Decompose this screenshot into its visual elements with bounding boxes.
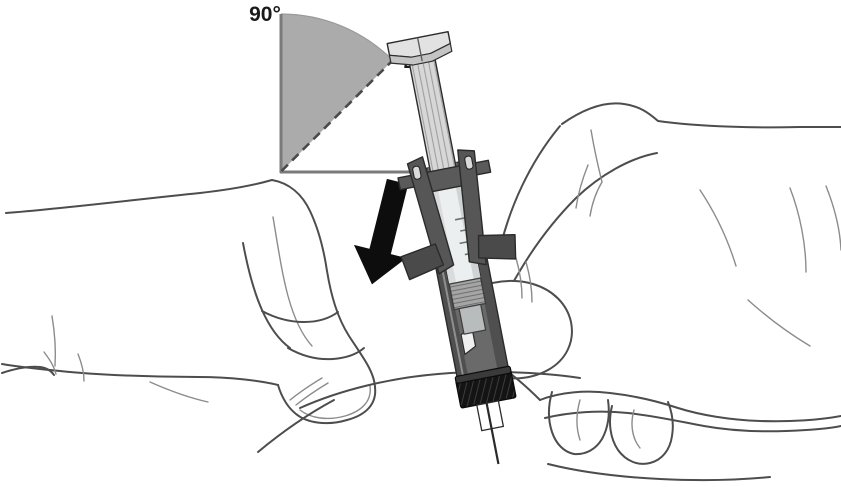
right-fingertip-2b bbox=[576, 399, 581, 441]
pinched-skin-fold bbox=[257, 370, 581, 453]
left-finger-sep-1 bbox=[242, 242, 291, 349]
right-hand-tendon-1 bbox=[590, 129, 603, 183]
safety-syringe bbox=[386, 30, 517, 465]
right-fingertip-2 bbox=[573, 399, 610, 456]
left-hand-body-fill bbox=[0, 180, 378, 423]
left-finger-crease-b bbox=[295, 382, 329, 406]
right-fingertip-3b bbox=[631, 409, 641, 449]
safety-wing-right-foot bbox=[477, 233, 517, 260]
angle-diagram: 90° 45° bbox=[249, 3, 436, 174]
plunger-head-underside bbox=[388, 42, 453, 66]
right-fingertip-1 bbox=[548, 391, 575, 455]
safety-wing-left bbox=[400, 156, 455, 281]
right-hand-fill bbox=[470, 100, 841, 487]
plunger-head-center-rib bbox=[416, 37, 423, 62]
right-crease-d bbox=[789, 187, 807, 273]
right-hand-holding-syringe bbox=[454, 100, 841, 487]
needle-hub-top-face bbox=[454, 365, 512, 384]
right-fingers-lower-contour bbox=[544, 410, 841, 433]
safety-wing-left-slot bbox=[412, 165, 422, 180]
right-hand-top-contour bbox=[561, 102, 841, 129]
right-crease-b bbox=[525, 261, 533, 303]
left-finger-sep-2 bbox=[261, 310, 339, 323]
right-hand-bottom-edge bbox=[547, 463, 771, 482]
needle bbox=[485, 402, 500, 465]
left-wrist-crease-2 bbox=[43, 351, 57, 375]
push-down-arrow bbox=[353, 178, 409, 285]
left-hand-pinching-skin bbox=[0, 179, 378, 425]
safety-wing-left-arm bbox=[406, 156, 455, 275]
right-hand-tendon-3 bbox=[575, 164, 589, 209]
right-crease-c bbox=[699, 189, 737, 267]
left-hand-knuckle-shade-2 bbox=[77, 353, 85, 382]
right-crease-f bbox=[747, 299, 811, 347]
right-hand-tendon-2 bbox=[589, 181, 603, 217]
left-finger-sep-1b bbox=[272, 216, 313, 347]
angle-wedge bbox=[281, 14, 393, 172]
safety-wing-right bbox=[457, 149, 517, 266]
skin-fold-upper-line bbox=[299, 370, 581, 409]
angle-dashed-45-line bbox=[280, 59, 394, 172]
right-index-knuckle-contour bbox=[499, 125, 561, 249]
angle-label-90: 90° bbox=[249, 3, 281, 26]
safety-wing-right-slot bbox=[464, 155, 474, 170]
angle-arc-edge bbox=[280, 13, 394, 61]
left-finger-sep-3 bbox=[287, 347, 365, 361]
left-hand-lower-contour bbox=[1, 363, 279, 386]
barrel-neck bbox=[458, 303, 487, 335]
skin-fold-left-sweep bbox=[257, 399, 335, 453]
right-crease-a bbox=[515, 257, 523, 299]
left-arm-top-contour bbox=[5, 179, 273, 214]
arrow-shape bbox=[353, 178, 409, 285]
left-hand-knuckle-shade-1 bbox=[51, 315, 57, 367]
left-finger-crease-a bbox=[289, 377, 323, 401]
right-index-finger-outline bbox=[469, 279, 573, 371]
left-wrist-crease bbox=[1, 365, 55, 376]
right-knuckle-row bbox=[539, 390, 841, 423]
right-fingertip-3 bbox=[609, 401, 674, 465]
left-thumb-tip bbox=[277, 384, 377, 425]
left-palm-crease bbox=[149, 381, 209, 403]
left-thumb-tip-inner bbox=[299, 385, 371, 420]
safety-wing-left-foot bbox=[400, 243, 445, 281]
